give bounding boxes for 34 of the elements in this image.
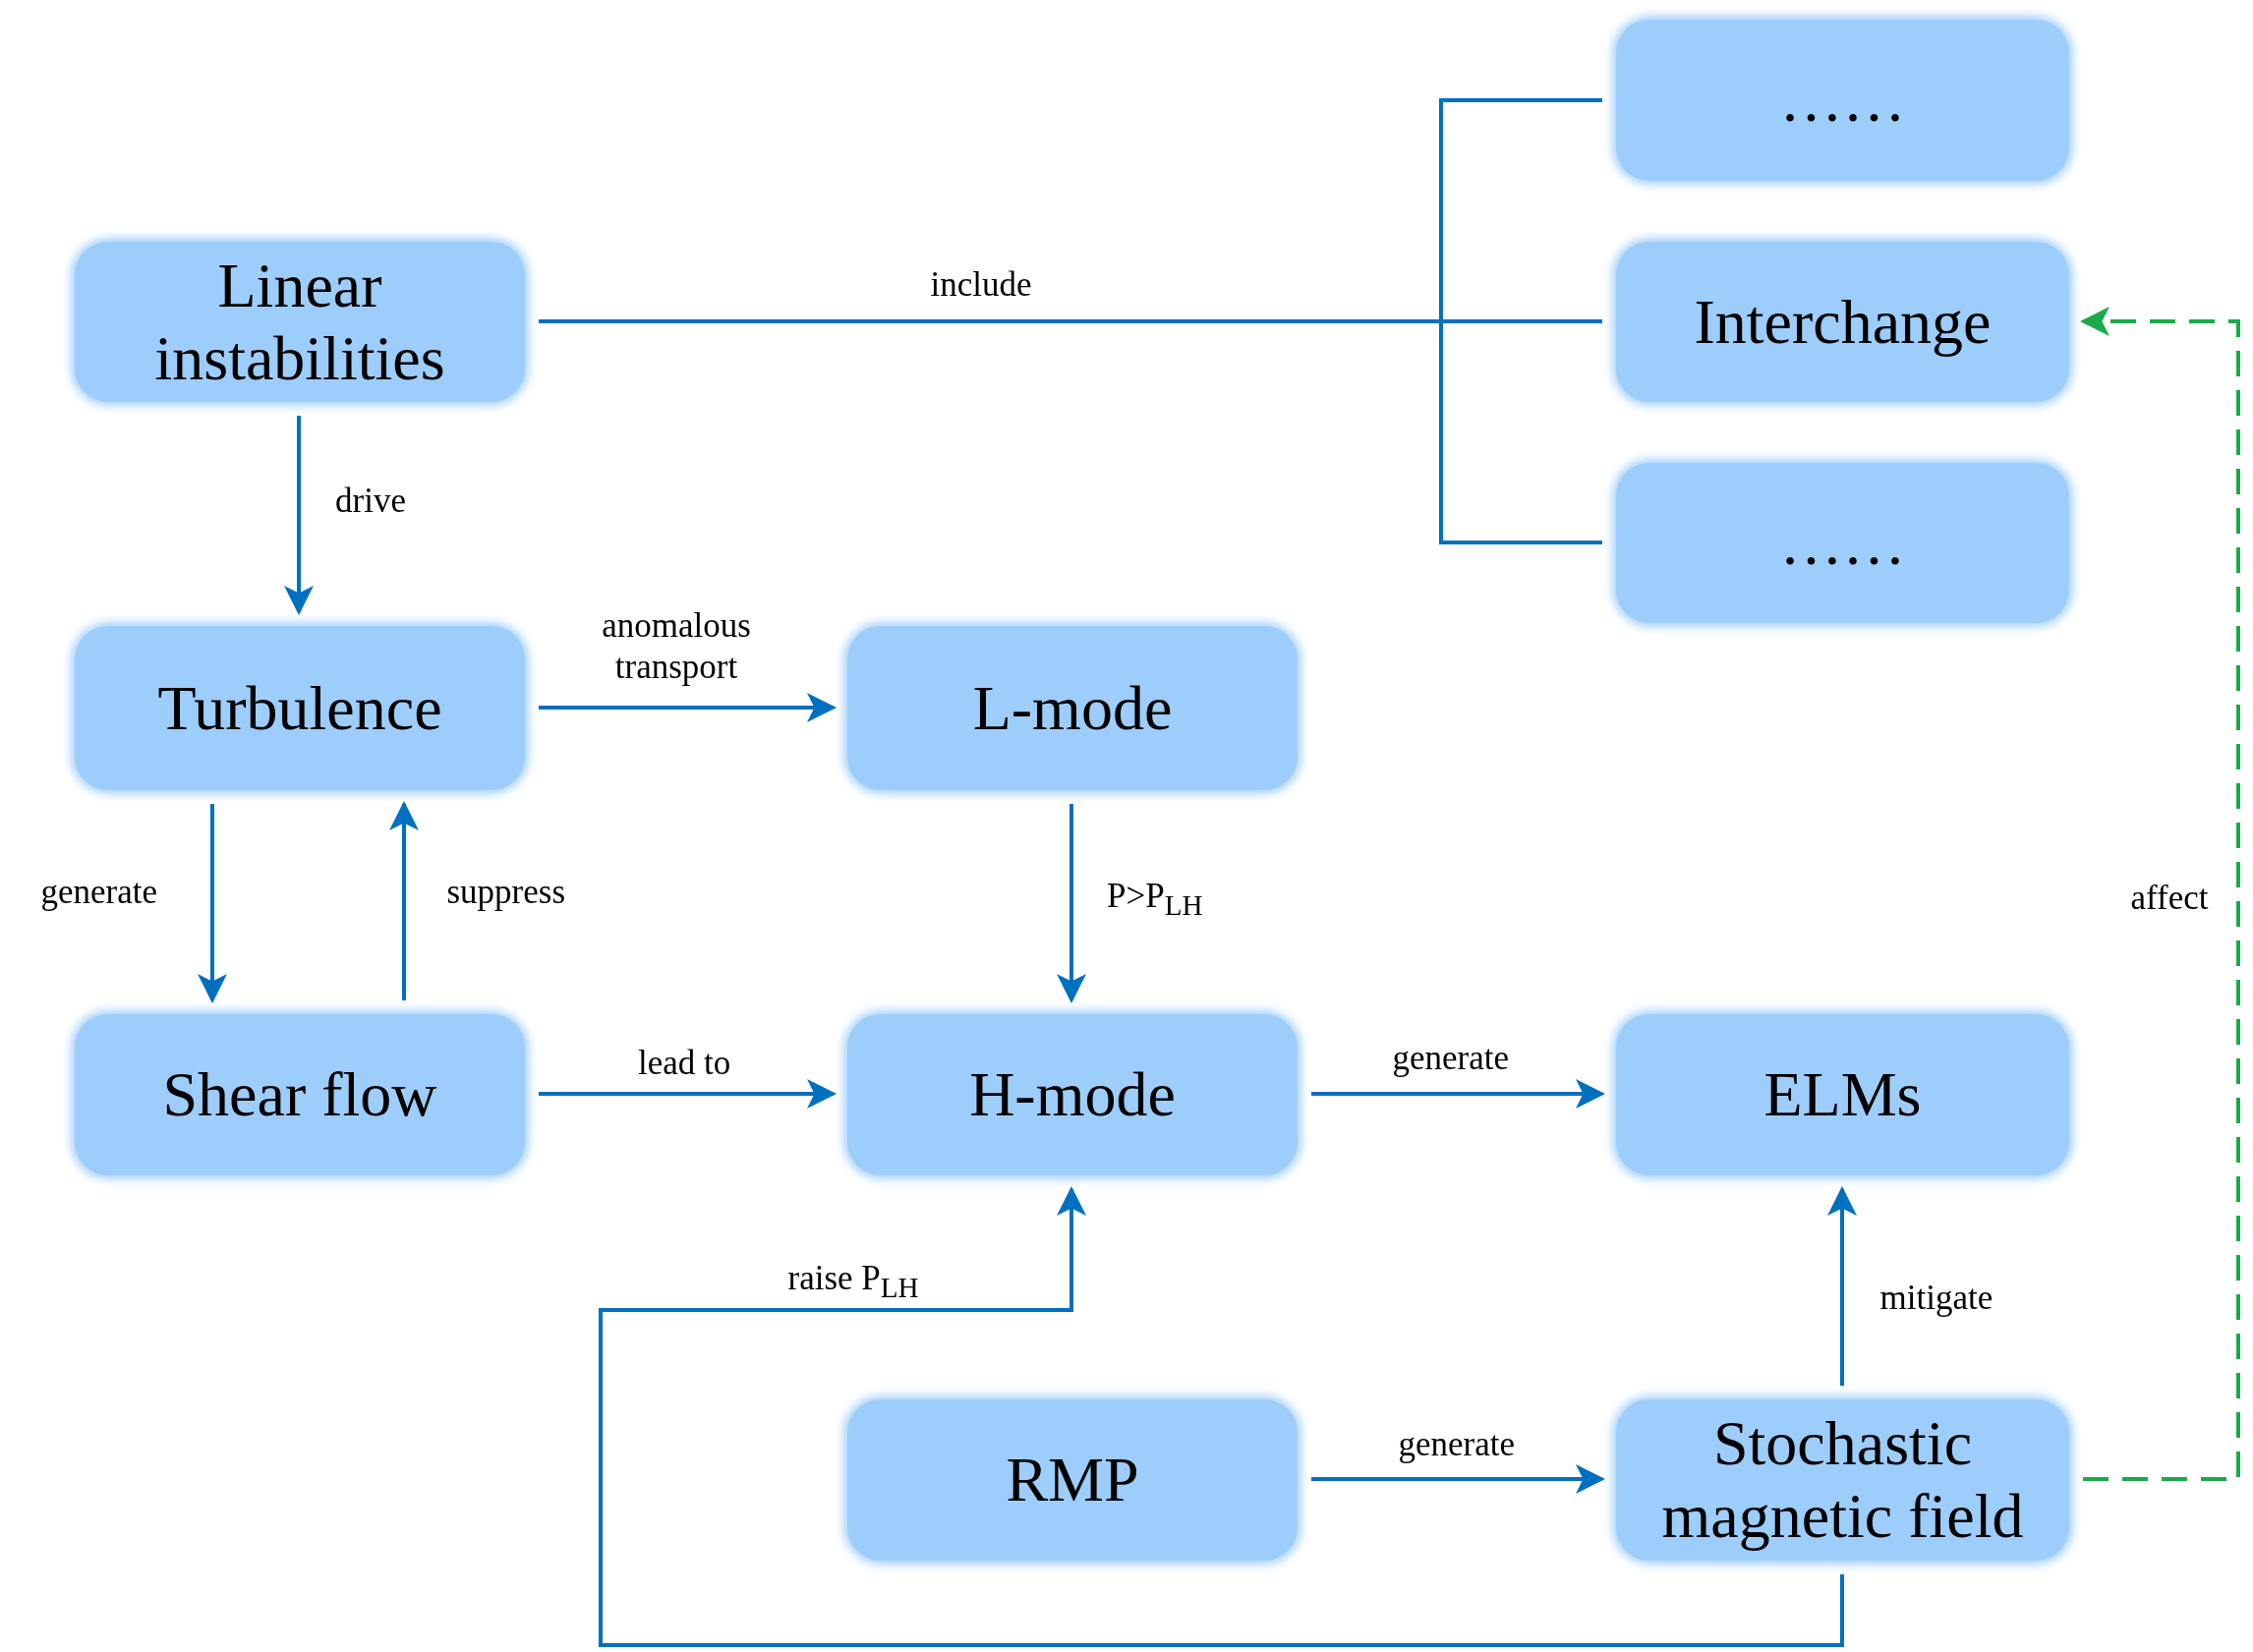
connector-line (539, 319, 1602, 544)
process-box (847, 1014, 1298, 1175)
process-box (75, 1014, 525, 1175)
arrow (1311, 1079, 1605, 1109)
arrow (284, 416, 314, 615)
process-box (75, 626, 525, 790)
arrow (1311, 1464, 1605, 1494)
process-box (1616, 463, 2069, 623)
node-label: Shear flow (162, 1058, 437, 1131)
process-box (847, 626, 1298, 790)
arrow (389, 801, 419, 1000)
arrow (539, 693, 837, 722)
process-box (1616, 1399, 2069, 1561)
node-label: ELMs (1763, 1058, 1922, 1131)
node-label: H-mode (969, 1058, 1176, 1131)
process-box (75, 242, 525, 402)
node-label: L-mode (972, 671, 1173, 745)
node-label: Interchange (1694, 285, 1992, 359)
node-label: Stochastic magnetic field (1660, 1407, 2025, 1553)
arrow (599, 1186, 1844, 1647)
process-box (1616, 242, 2069, 402)
node-label: Linear instabilities (153, 249, 446, 395)
node-label: Turbulence (157, 671, 442, 745)
arrow (1057, 804, 1086, 1003)
node-label: …… (1779, 64, 1906, 137)
arrow (2080, 307, 2240, 1481)
node-label: …… (1779, 506, 1906, 580)
arrow (1827, 1186, 1857, 1386)
process-box (1616, 20, 2069, 181)
process-box (847, 1399, 1298, 1561)
process-box (1616, 1014, 2069, 1175)
arrow (539, 1079, 837, 1109)
node-label: RMP (1006, 1444, 1139, 1516)
arrow (198, 804, 227, 1003)
